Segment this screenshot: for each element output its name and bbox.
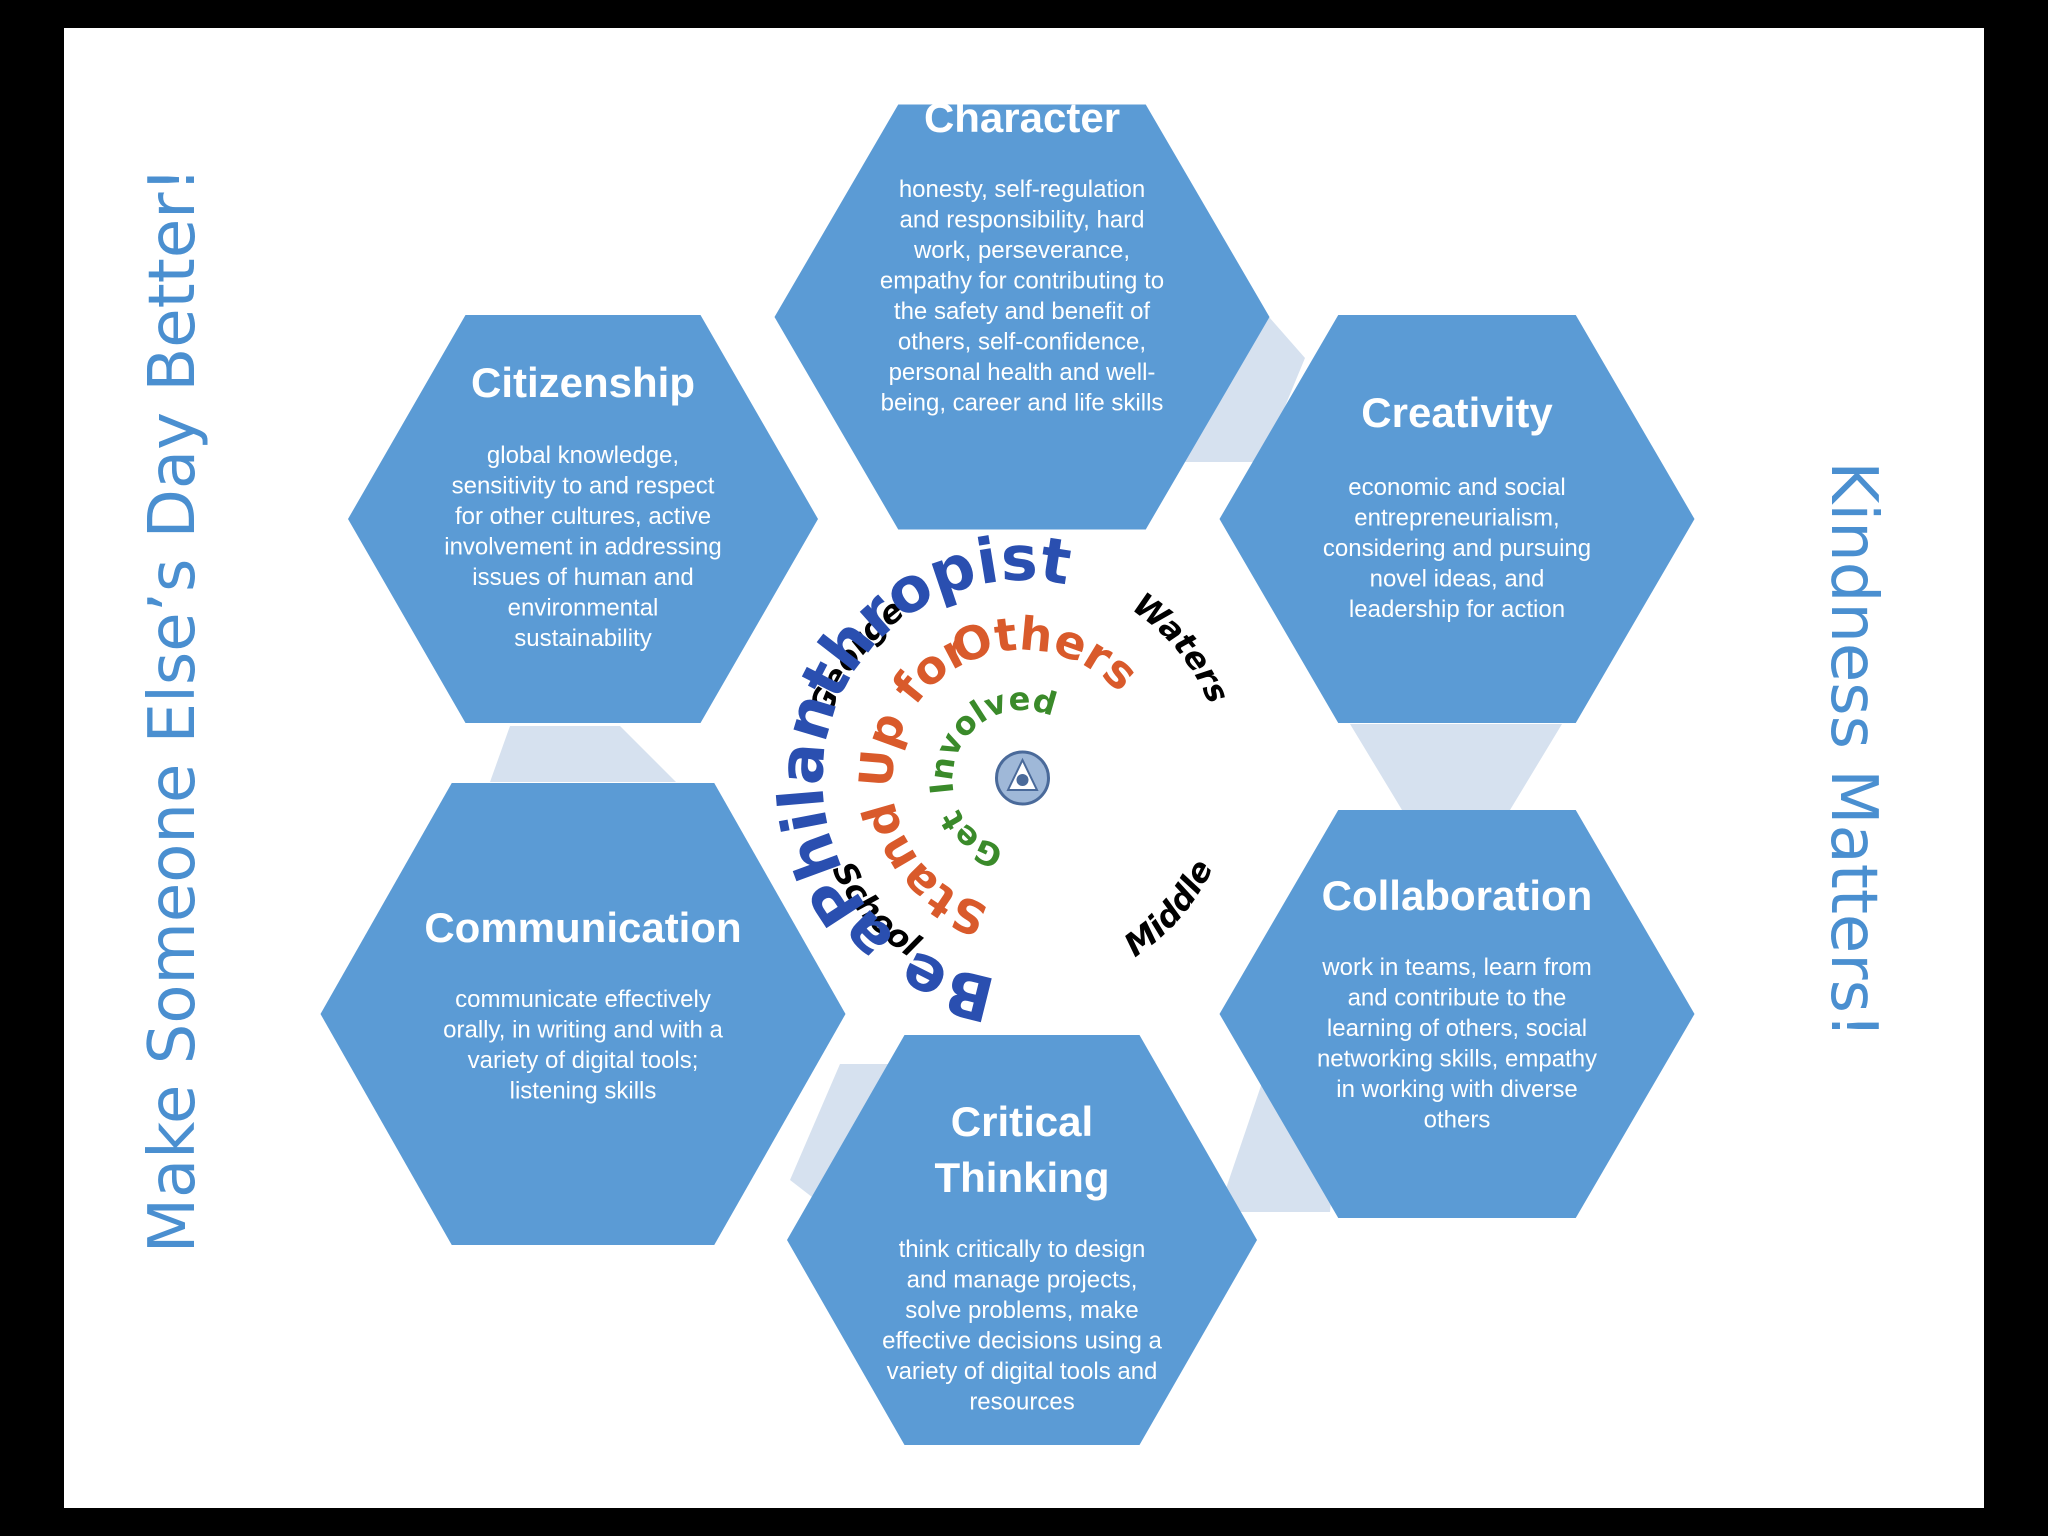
hexagon-title-communication: Communication	[424, 904, 741, 951]
hexagon-description-line: leadership for action	[1349, 596, 1565, 623]
hexagon-description-line: being, career and life skills	[881, 390, 1164, 417]
hexagon-description-line: environmental	[508, 595, 659, 622]
hexagon-description-line: effective decisions using a	[882, 1328, 1162, 1355]
hexagon-description-line: think critically to design	[899, 1236, 1146, 1263]
hexagon-description-line: networking skills, empathy	[1317, 1046, 1597, 1073]
hexagon-description-line: sensitivity to and respect	[452, 473, 715, 500]
logo-word-get: Get	[932, 804, 1008, 876]
hexagon-description-line: work in teams, learn from	[1321, 954, 1591, 981]
hexagon-description-line: sustainability	[514, 625, 651, 652]
hexagon-group: Character honesty, self-regulation and res…	[320, 94, 1695, 1445]
hexagon-description-line: work, perseverance,	[913, 237, 1130, 264]
hexagon-description-line: and manage projects,	[907, 1267, 1138, 1294]
hexagon-shape-communication	[320, 783, 846, 1245]
hexagon-description-line: empathy for contributing to	[880, 268, 1164, 295]
hexagon-description-line: others, self-confidence,	[898, 329, 1146, 356]
hexagon-description-line: others	[1424, 1107, 1491, 1134]
hexagon-collaboration: Collaboration work in teams, learn from an…	[1219, 810, 1695, 1218]
hexagon-description-line: entrepreneurialism,	[1354, 505, 1559, 532]
hexagon-title-citizenship: Citizenship	[471, 359, 695, 406]
hexagon-description-line: and responsibility, hard	[899, 207, 1144, 234]
hexagon-description-line: honesty, self-regulation	[899, 176, 1145, 203]
hexagon-description-line: issues of human and	[472, 564, 693, 591]
hexagon-title-character: Character	[924, 94, 1120, 141]
hexagon-shape-creativity	[1219, 315, 1695, 723]
hexagon-description-line: listening skills	[510, 1078, 657, 1105]
connector-5	[490, 726, 676, 782]
hexagon-description-line: involvement in addressing	[444, 534, 722, 561]
hexagon-description-line: solve problems, make	[905, 1297, 1138, 1324]
philanthropist-logo: George Waters Middle School Be a Philant…	[764, 522, 1238, 1036]
hexagon-description-line: considering and pursuing	[1323, 535, 1591, 562]
hexagon-description-line: for other cultures, active	[455, 503, 711, 530]
hexagon-description-line: economic and social	[1348, 474, 1565, 501]
hexagon-description-line: communicate effectively	[455, 986, 711, 1013]
logo-word-waters: Waters	[1126, 585, 1237, 709]
hexagon-creativity: Creativity economic and social entrepreneu…	[1219, 315, 1695, 723]
hexagon-citizenship: Citizenship global knowledge, sensitivity …	[348, 315, 818, 723]
hexagon-description-line: novel ideas, and	[1370, 566, 1545, 593]
hexagon-description-line: and contribute to the	[1348, 985, 1567, 1012]
hexagon-character: Character honesty, self-regulation and res…	[774, 94, 1270, 530]
hexagon-communication: Communication communicate effectively oral…	[320, 783, 846, 1245]
school-crest-icon	[995, 750, 1050, 806]
hexagon-description-line: resources	[969, 1389, 1074, 1416]
hexagon-title-critical-thinking: Thinking	[935, 1154, 1110, 1201]
hexagon-description-line: in working with diverse	[1336, 1076, 1577, 1103]
hexagon-description-line: learning of others, social	[1327, 1015, 1587, 1042]
hexagon-description-line: orally, in writing and with a	[443, 1017, 723, 1044]
logo-word-middle: Middle	[1117, 853, 1221, 964]
hexagon-title-critical-thinking: Critical	[951, 1098, 1093, 1145]
hexagon-shape-critical-thinking	[787, 1035, 1257, 1445]
hexagon-shape-citizenship	[348, 315, 818, 723]
hexagon-description-line: the safety and benefit of	[894, 298, 1151, 325]
hexagon-description-line: variety of digital tools and	[887, 1358, 1158, 1385]
hexagon-description-line: global knowledge,	[487, 442, 679, 469]
connector-2	[1350, 724, 1562, 810]
hexagon-title-creativity: Creativity	[1361, 389, 1553, 436]
hexagon-description-line: variety of digital tools;	[468, 1047, 699, 1074]
hexagon-shape-collaboration	[1219, 810, 1695, 1218]
hexagon-description-line: personal health and well-	[889, 359, 1156, 386]
hexagon-title-collaboration: Collaboration	[1322, 872, 1593, 919]
hexagon-shape-character	[774, 104, 1270, 530]
